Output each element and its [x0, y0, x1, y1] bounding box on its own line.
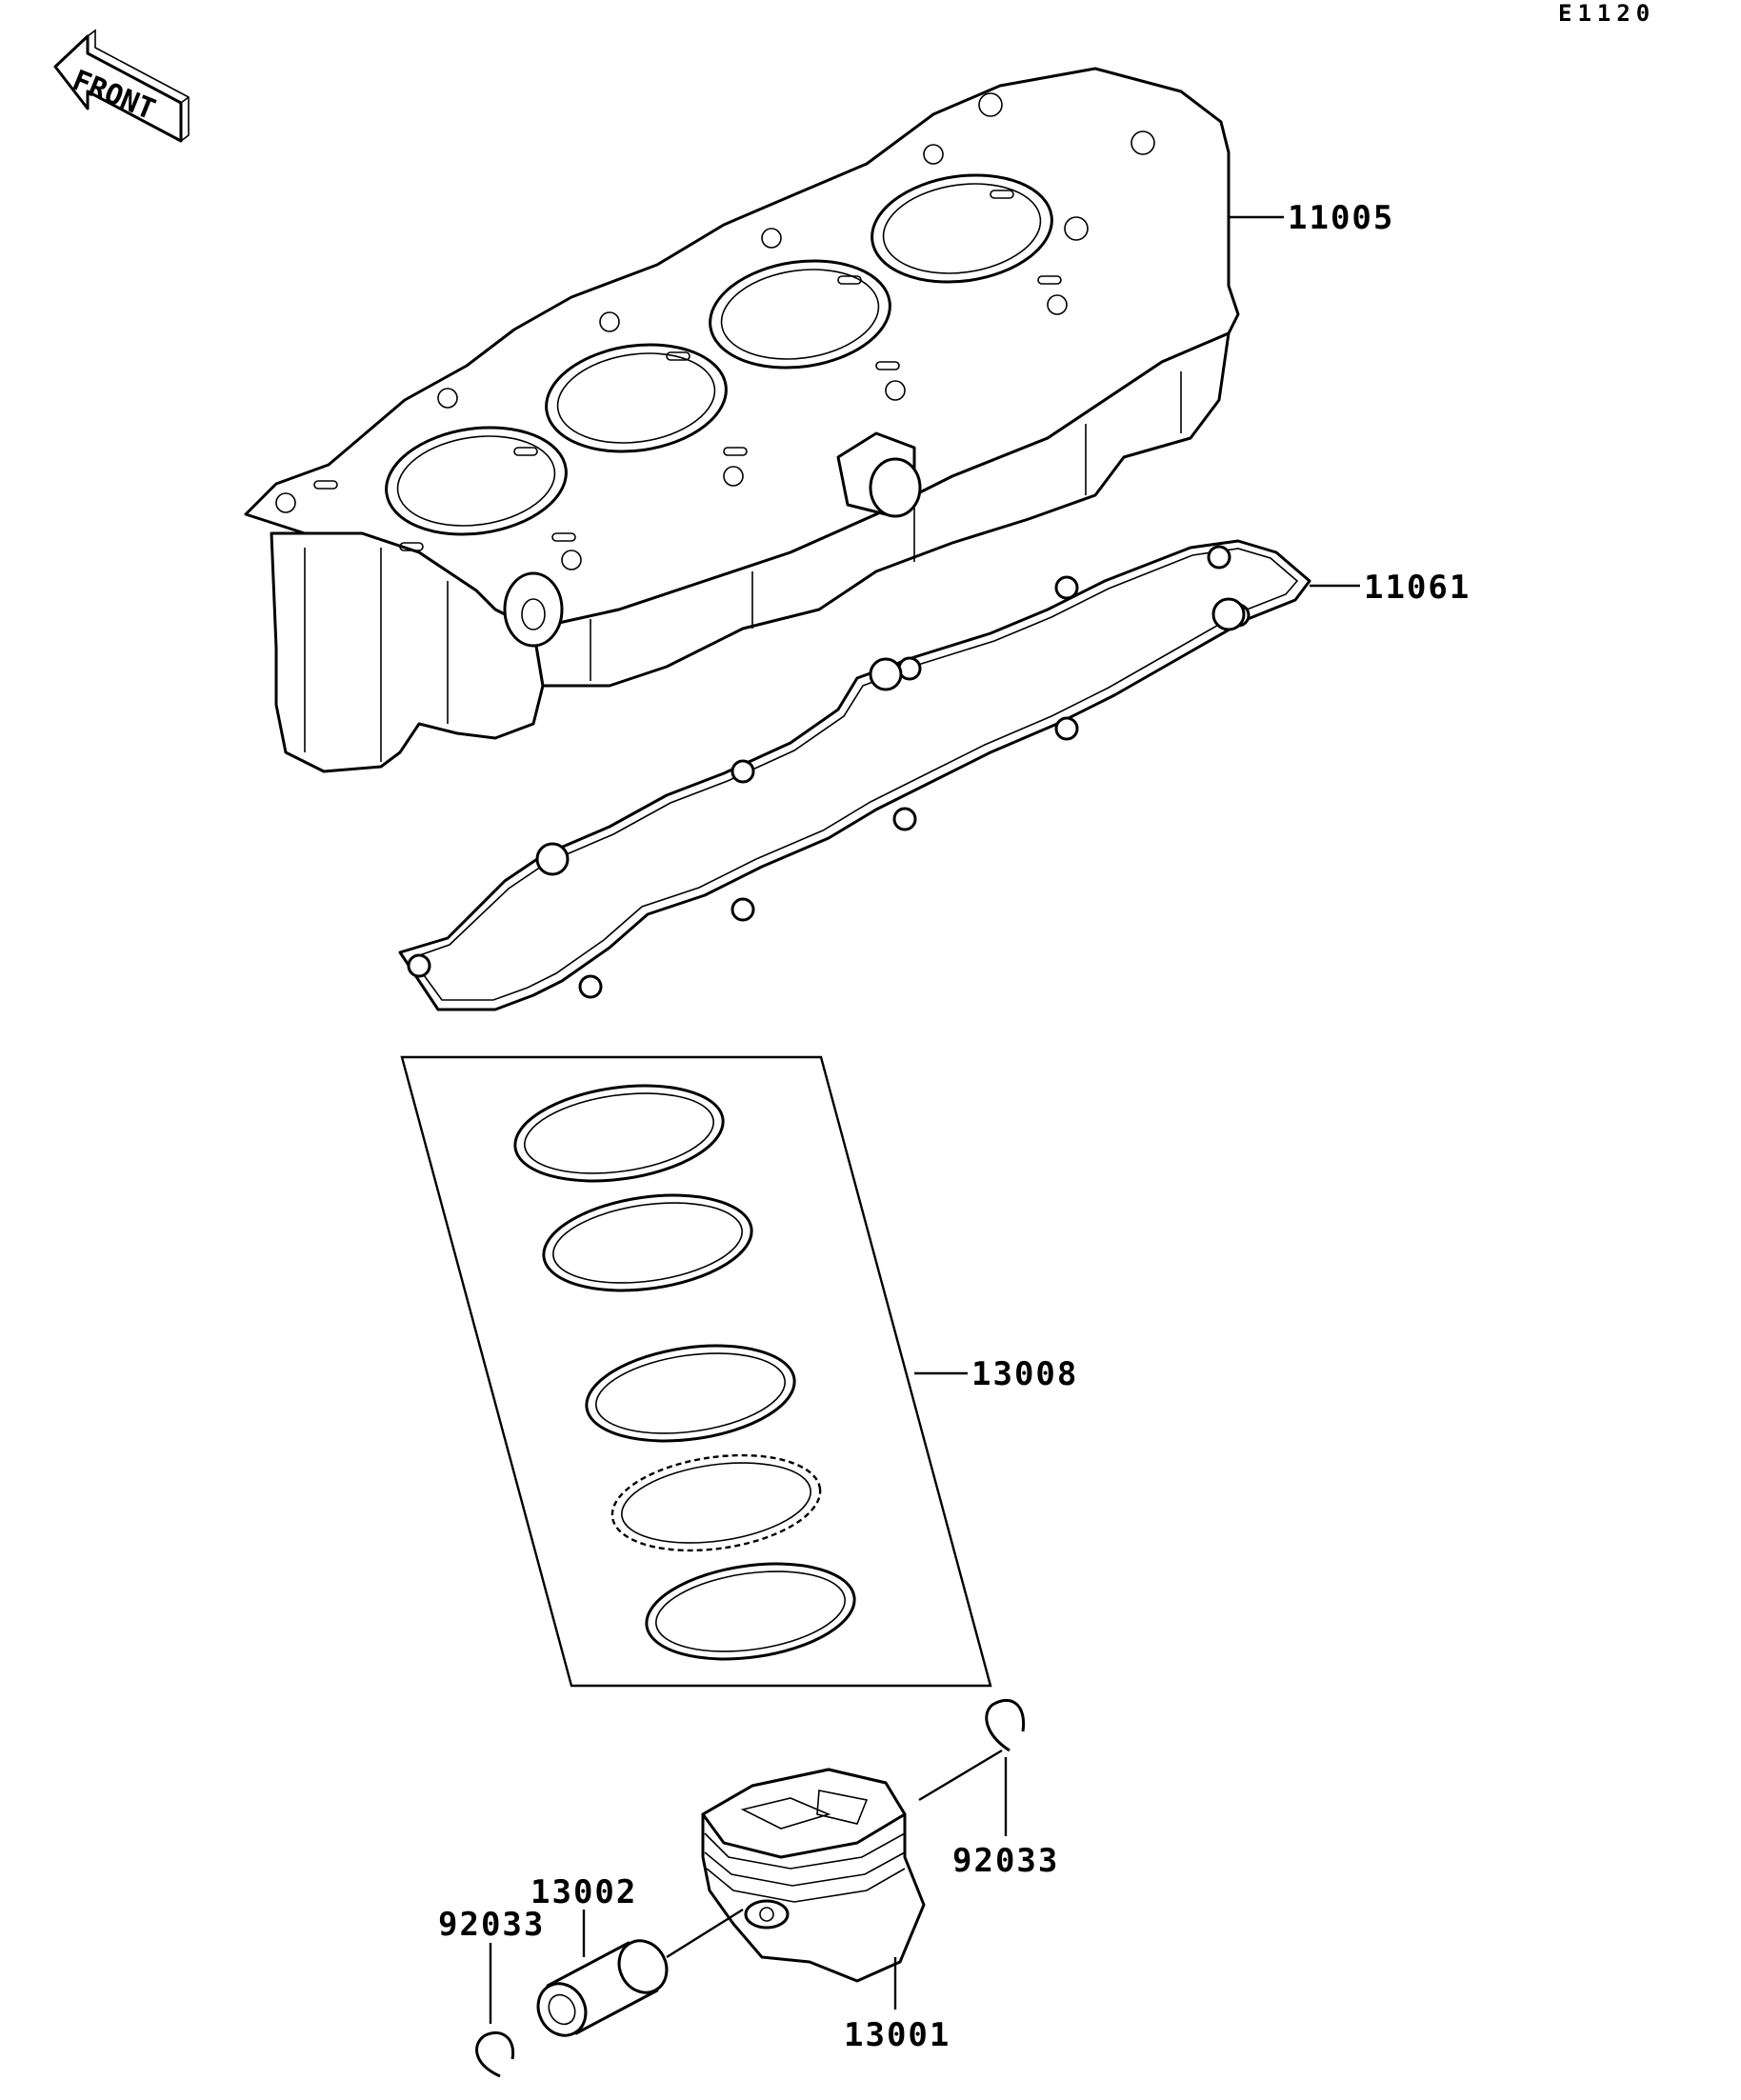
part-label-13008: 13008 [971, 1355, 1078, 1393]
piston-ring-set-drawing [400, 1055, 992, 1688]
circlip-right-drawing [985, 1698, 1026, 1752]
base-gasket-drawing [398, 539, 1311, 1011]
cylinder-block-drawing [244, 67, 1240, 773]
leader-line-circlip-right [918, 1749, 1003, 1802]
part-label-11061: 11061 [1364, 569, 1471, 607]
part-label-13001: 13001 [844, 2016, 951, 2054]
part-label-11005: 11005 [1288, 199, 1394, 237]
part-label-92033-right: 92033 [952, 1842, 1059, 1880]
piston-pin-drawing [536, 1939, 669, 2037]
front-direction-arrow-icon: FRONT [53, 29, 190, 143]
circlip-left-drawing [475, 2030, 515, 2078]
leader-line-pin-to-piston [666, 1908, 744, 1959]
diagram-code: E1120 [1558, 0, 1655, 27]
part-label-13002: 13002 [530, 1873, 637, 1911]
part-label-92033-left: 92033 [438, 1906, 545, 1944]
piston-drawing [701, 1768, 926, 1983]
